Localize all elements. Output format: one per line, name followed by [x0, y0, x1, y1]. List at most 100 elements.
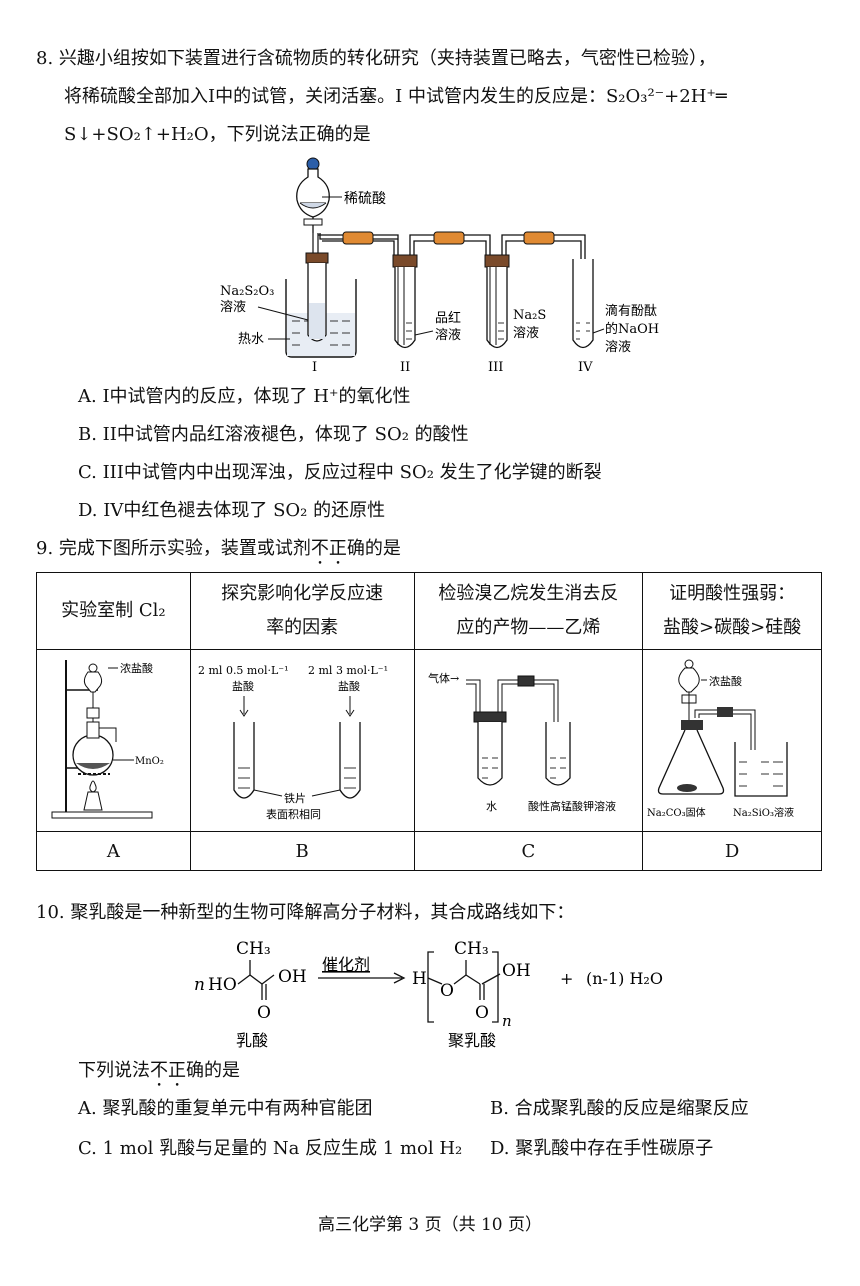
q10-oh-a: OH: [278, 967, 307, 987]
page-footer: 高三化学第 3 页（共 10 页）: [317, 1215, 543, 1235]
q9c-tube-water: [477, 722, 503, 786]
q9b-label-left: 2 ml 0.5 mol·L⁻¹: [198, 664, 289, 677]
q9c-label-kmno4: 酸性高锰酸钾溶液: [528, 799, 616, 813]
q9-figure-d: 浓盐酸 Na₂CO₃固体 Na₂SiO₃溶液: [647, 659, 794, 819]
q10-reaction-scheme: n HO CH₃ O OH 催化剂 H O CH₃ O OH n + (n-1)…: [194, 939, 663, 1050]
q9b-label-right-b: 盐酸: [338, 679, 360, 693]
q9-answer-row: A B C D: [36, 831, 822, 871]
q10-option-d: D. 聚乳酸中存在手性碳原子: [490, 1138, 714, 1159]
q9-answer-d: D: [642, 831, 822, 871]
q9c-tube-kmno4: [545, 722, 571, 786]
q9b-label-metal-b: 表面积相同: [266, 807, 321, 821]
q8-tube-number-1: I: [312, 360, 317, 375]
q9-figure-c: 气体→ 水 酸性高锰酸钾溶液: [428, 671, 616, 813]
q8-stem-line3: S↓+SO₂↑+H₂O，下列说法正确的是: [64, 124, 371, 145]
q10-name-lactic: 乳酸: [236, 1031, 268, 1050]
q9d-beaker: [733, 742, 788, 797]
q9a-label-mno2: MnO₂: [135, 756, 164, 767]
q9-figure-d-cell: 浓盐酸 Na₂CO₃固体 Na₂SiO₃溶液: [642, 649, 822, 832]
q9a-label-acid: 浓盐酸: [120, 661, 153, 675]
q9-figure-a: 浓盐酸 MnO₂: [51, 660, 164, 819]
q10-substem-post: 确的是: [186, 1060, 240, 1081]
q9b-label-right: 2 ml 3 mol·L⁻¹: [308, 664, 388, 677]
q10-o-b: O: [440, 981, 454, 1001]
rubber-connector-2: [433, 231, 465, 245]
test-tube-3: [486, 267, 508, 349]
q9c-label-gas: 气体→: [428, 671, 459, 685]
q8-stem-line2: 将稀硫酸全部加入I中的试管，关闭活塞。I 中试管内发生的反应是：S₂O₃²⁻+2…: [64, 86, 727, 107]
q8-label-tube4b: 的NaOH: [605, 321, 659, 337]
q9c-label-water: 水: [486, 800, 497, 813]
q8-apparatus-figure: 稀硫酸 Na₂S₂O₃ 溶液 热水 I 品红 溶液 II Na₂S 溶液 III: [220, 157, 659, 375]
q8-option-b: B. II中试管内品红溶液褪色，体现了 SO₂ 的酸性: [78, 424, 469, 445]
rubber-connector-1: [342, 231, 374, 245]
q8-label-tube3: Na₂S: [513, 308, 546, 323]
q9-header-c: 检验溴乙烷发生消去反应的产物——乙烯: [413, 572, 644, 650]
q10-water: (n-1) H₂O: [586, 969, 663, 988]
q8-label-na2s2o3: Na₂S₂O₃: [220, 284, 274, 299]
q8-tube-number-2: II: [400, 360, 410, 375]
q9-header-row: 实验室制 Cl₂ 探究影响化学反应速率的因素 检验溴乙烷发生消去反应的产物——乙…: [36, 572, 822, 650]
q10-plus: +: [560, 969, 573, 988]
q8-option-a: A. I中试管内的反应，体现了 H⁺的氧化性: [78, 386, 411, 407]
q9-answer-a: A: [36, 831, 191, 871]
q8-tube-number-4: IV: [578, 360, 593, 375]
q10-option-c: C. 1 mol 乳酸与足量的 Na 反应生成 1 mol H₂: [78, 1138, 463, 1159]
q10-o-c: O: [475, 1003, 489, 1023]
q8-option-c: C. III中试管内中出现浑浊，反应过程中 SO₂ 发生了化学键的断裂: [78, 462, 602, 483]
q10-stem: 10. 聚乳酸是一种新型的生物可降解高分子材料，其合成路线如下：: [36, 902, 575, 923]
q9-stem-pre: 9. 完成下图所示实验，装置或试剂: [36, 538, 311, 559]
q10-ch3-b: CH₃: [454, 939, 489, 959]
q9-figure-a-cell: 浓盐酸 MnO₂: [36, 649, 191, 832]
q9d-label-na2co3: Na₂CO₃固体: [647, 807, 706, 819]
q9d-label-acid: 浓盐酸: [709, 674, 742, 688]
q8-stem-line1: 8. 兴趣小组按如下装置进行含硫物质的转化研究（夹持装置已略去，气密性已检验），: [36, 48, 716, 69]
rubber-connector-3: [523, 231, 555, 245]
q9b-tube-right: [339, 722, 361, 799]
q9b-label-metal: 铁片: [284, 792, 306, 805]
q9-figure-row: 浓盐酸 MnO₂ 2 ml 0.5 mol·L⁻¹ 盐酸 2 ml 3 mol·…: [36, 649, 822, 832]
q8-label-acid: 稀硫酸: [344, 191, 386, 207]
q9-header-a: 实验室制 Cl₂: [36, 572, 191, 650]
q10-substem-emphasis: 不正: [150, 1060, 186, 1081]
test-tube-2: [394, 267, 416, 349]
q9-figure-c-cell: 气体→ 水 酸性高锰酸钾溶液: [413, 649, 644, 832]
q10-substem-pre: 下列说法: [78, 1060, 150, 1081]
q8-label-tube4c: 溶液: [605, 340, 631, 355]
test-tube-4: [572, 259, 594, 349]
q10-n: n: [194, 975, 205, 995]
q9d-flask: [657, 729, 724, 795]
q10-oh-b: OH: [502, 961, 531, 981]
q9-experiment-table: 实验室制 Cl₂ 探究影响化学反应速率的因素 检验溴乙烷发生消去反应的产物——乙…: [36, 572, 822, 871]
q10-substem: 下列说法不正确的是: [78, 1058, 240, 1091]
q10-catalyst: 催化剂: [322, 955, 370, 974]
q10-name-polylactic: 聚乳酸: [448, 1031, 496, 1050]
q10-option-a: A. 聚乳酸的重复单元中有两种官能团: [78, 1098, 373, 1119]
q9-stem-emphasis: 不正: [310, 538, 347, 559]
q9-stem-post: 确的是: [346, 538, 401, 559]
q9-figure-b: 2 ml 0.5 mol·L⁻¹ 盐酸 2 ml 3 mol·L⁻¹ 盐酸 铁片…: [198, 664, 388, 821]
q10-h: H: [412, 969, 427, 989]
q9b-tube-left: [233, 722, 255, 799]
funnel-stopper: [306, 157, 320, 171]
q8-label-tube4: 滴有酚酞: [605, 303, 657, 319]
q10-o-a: O: [257, 1003, 271, 1023]
q10-ch3-a: CH₃: [236, 939, 271, 959]
q9b-label-left-b: 盐酸: [232, 679, 254, 693]
q9d-label-na2sio3: Na₂SiO₃溶液: [733, 806, 794, 819]
q10-ho: HO: [208, 975, 237, 995]
q8-label-tube2: 品红: [435, 310, 461, 326]
q8-label-tube3b: 溶液: [513, 326, 539, 341]
q10-option-b: B. 合成聚乳酸的反应是缩聚反应: [490, 1098, 749, 1119]
q9-answer-b: B: [189, 831, 415, 871]
q8-label-tube2b: 溶液: [435, 328, 461, 343]
q9-stem: 9. 完成下图所示实验，装置或试剂不正确的是: [36, 536, 401, 569]
q8-tube-number-3: III: [488, 360, 503, 375]
q8-option-d: D. IV中红色褪去体现了 SO₂ 的还原性: [78, 500, 386, 521]
separatory-funnel: [296, 168, 330, 218]
q9-figure-b-cell: 2 ml 0.5 mol·L⁻¹ 盐酸 2 ml 3 mol·L⁻¹ 盐酸 铁片…: [189, 649, 415, 832]
q10-subscript-n: n: [502, 1012, 512, 1030]
q9-header-d: 证明酸性强弱：盐酸>碳酸>硅酸: [642, 572, 822, 650]
q8-label-hot-water: 热水: [238, 332, 264, 347]
q8-label-solution1: 溶液: [220, 300, 246, 315]
